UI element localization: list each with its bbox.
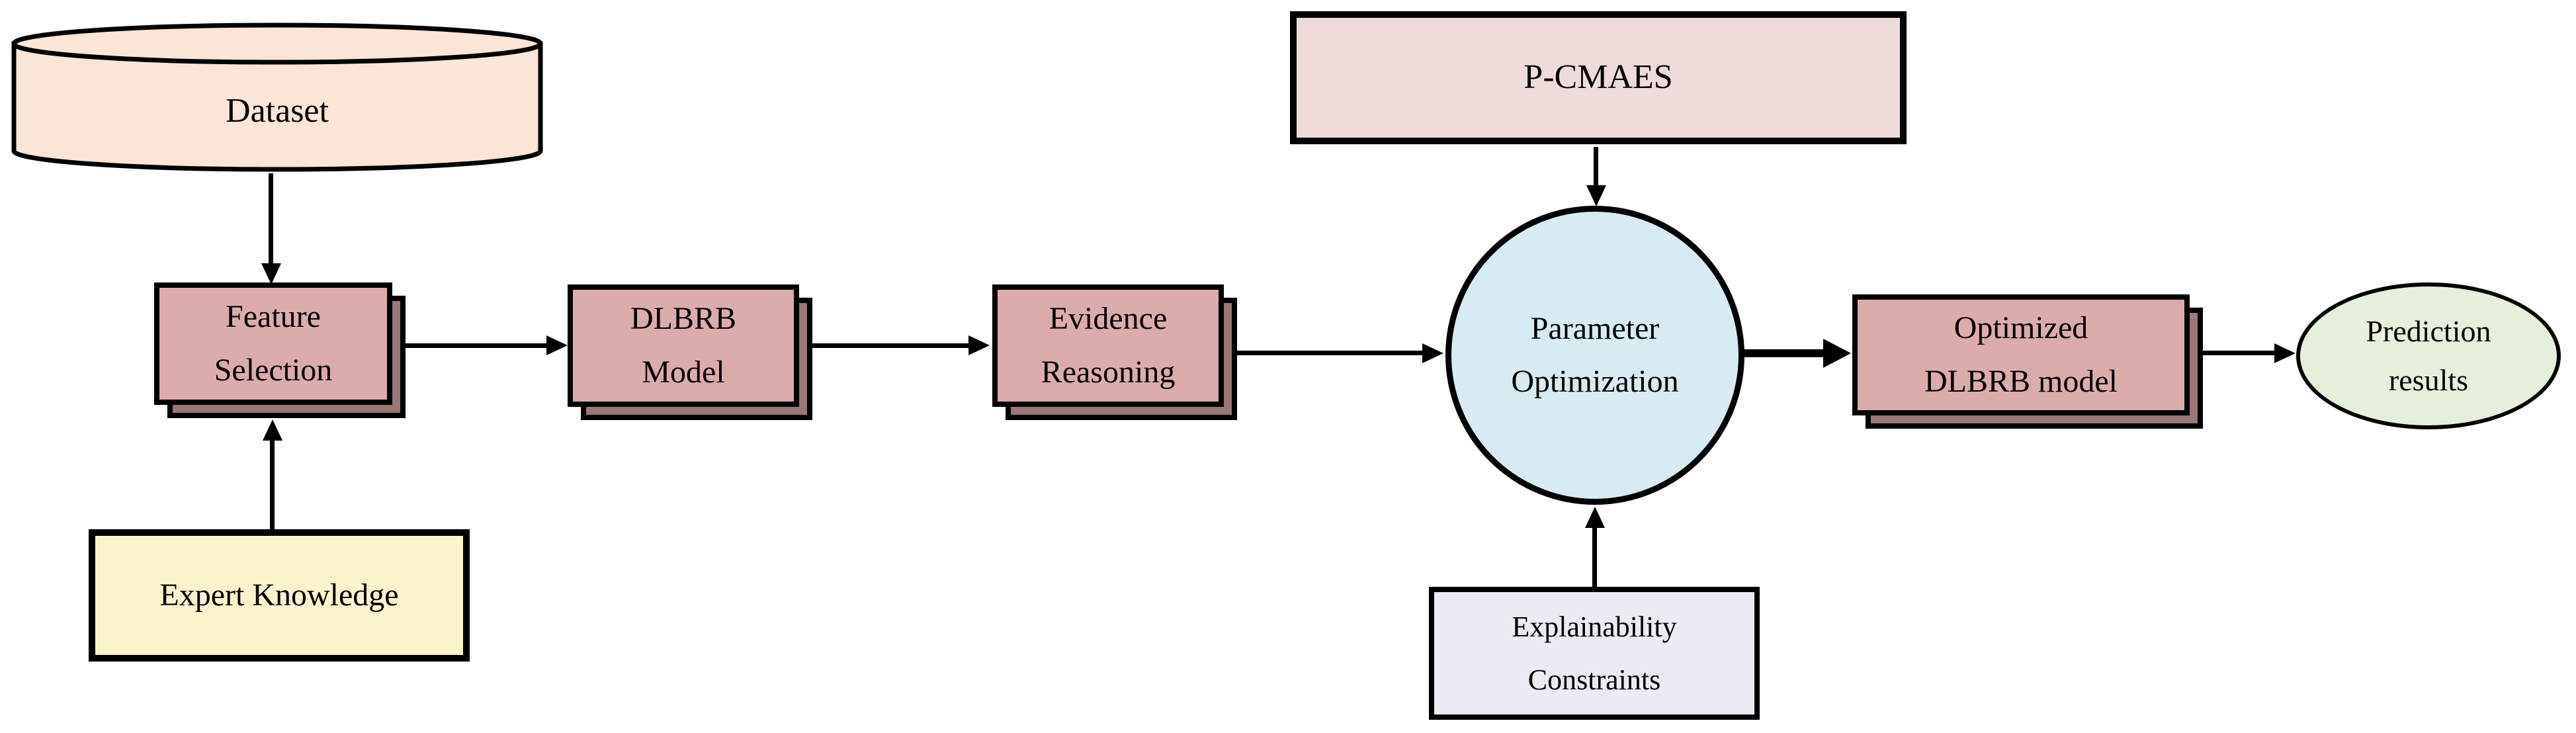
arrow-pcmaes-to-circle-head (1586, 185, 1606, 206)
arrow-pcmaes-to-circle-line (1594, 147, 1598, 187)
dlbrb-model-label-line2: Model (642, 354, 725, 390)
feature-selection-label-line1: Feature (226, 298, 321, 334)
arrow-expert-to-feature-head (263, 419, 282, 441)
arrow-optimized-to-prediction-line (2202, 351, 2276, 355)
arrow-dataset-to-feature-head (261, 263, 281, 284)
optimized-dlbrb-model-node: Optimized DLBRB model (1852, 294, 2203, 429)
dlbrb-model-node: DLBRB Model (568, 284, 812, 420)
dlbrb-model-label-line1: DLBRB (630, 300, 737, 336)
dataset-cylinder (11, 22, 543, 172)
arrow-explain-to-circle-head (1585, 507, 1605, 528)
parameter-optimization-label-line1: Parameter (1530, 311, 1660, 347)
arrow-circle-to-optimized-line (1742, 349, 1825, 357)
arrow-expert-to-feature-line (270, 439, 275, 529)
explainability-constraints-label-line2: Constraints (1527, 663, 1661, 696)
arrow-dataset-to-feature-line (269, 173, 273, 265)
p-cmaes-node: P-CMAES (1290, 11, 1907, 144)
prediction-results-node: Prediction results (2296, 282, 2561, 429)
arrow-feature-to-dlbrb-line (404, 343, 548, 348)
feature-selection-face: Feature Selection (154, 282, 392, 405)
arrow-evidence-to-circle-line (1236, 351, 1424, 355)
arrow-feature-to-dlbrb-head (546, 335, 568, 355)
arrow-optimized-to-prediction-head (2274, 343, 2296, 363)
expert-knowledge-node: Expert Knowledge (89, 529, 470, 662)
optimized-dlbrb-model-face: Optimized DLBRB model (1852, 294, 2190, 415)
arrow-dlbrb-to-evidence-line (811, 343, 970, 348)
optimized-dlbrb-model-label-line1: Optimized (1953, 310, 2088, 345)
prediction-results-label-line1: Prediction (2366, 314, 2491, 349)
expert-knowledge-label: Expert Knowledge (159, 578, 399, 613)
evidence-reasoning-face: Evidence Reasoning (992, 284, 1224, 407)
dataset-cylinder-top (11, 22, 543, 65)
parameter-optimization-label-line2: Optimization (1511, 364, 1679, 399)
feature-selection-node: Feature Selection (154, 282, 406, 418)
arrow-explain-to-circle-line (1592, 527, 1597, 587)
dataset-cylinder-body (11, 41, 543, 172)
evidence-reasoning-node: Evidence Reasoning (992, 284, 1237, 420)
parameter-optimization-node: Parameter Optimization (1445, 206, 1744, 505)
dlbrb-model-face: DLBRB Model (568, 284, 799, 407)
optimized-dlbrb-model-label-line2: DLBRB model (1924, 363, 2118, 399)
arrow-evidence-to-circle-head (1422, 343, 1443, 363)
evidence-reasoning-label-line1: Evidence (1049, 300, 1168, 336)
p-cmaes-label: P-CMAES (1524, 58, 1673, 97)
explainability-constraints-node: Explainability Constraints (1429, 587, 1760, 720)
feature-selection-label-line2: Selection (214, 352, 333, 388)
explainability-constraints-label-line1: Explainability (1512, 611, 1677, 644)
arrow-circle-to-optimized-head (1823, 339, 1851, 368)
prediction-results-label-line2: results (2388, 363, 2469, 397)
evidence-reasoning-label-line2: Reasoning (1041, 354, 1176, 390)
arrow-dlbrb-to-evidence-head (968, 335, 990, 355)
